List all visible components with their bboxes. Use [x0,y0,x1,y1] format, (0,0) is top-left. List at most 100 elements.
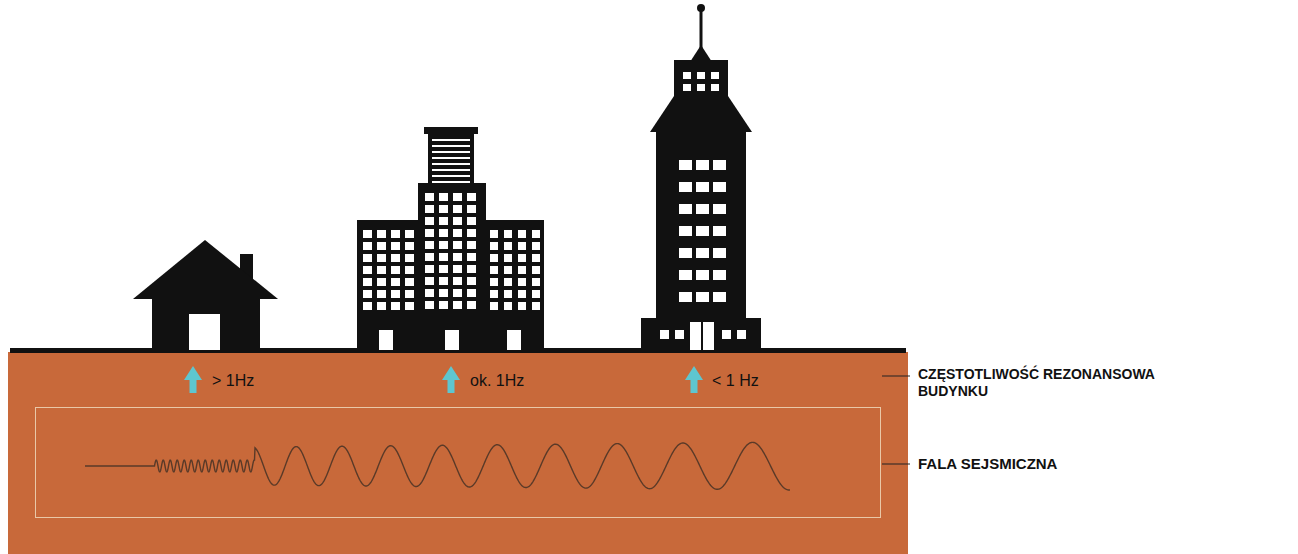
window [518,242,526,250]
spire [690,45,712,62]
window [363,242,372,250]
window [432,139,470,141]
window [405,242,414,250]
window [391,302,400,310]
wave-frame [36,408,881,518]
window [432,163,470,165]
window [425,265,434,273]
window [679,248,692,258]
window [363,278,372,286]
tower-cap [424,127,478,134]
window [405,266,414,274]
window [713,248,726,258]
leader-line [882,376,910,377]
window [432,151,470,153]
window [490,266,498,274]
window [467,301,476,309]
window [532,278,540,286]
building [418,183,486,350]
window [697,84,705,91]
window [391,266,400,274]
leader-line [882,464,910,465]
window [490,254,498,262]
window [696,182,709,192]
window [467,229,476,237]
window [453,205,462,213]
window [504,302,512,310]
window [425,217,434,225]
window [696,270,709,280]
window [425,229,434,237]
window [683,84,691,91]
window [504,242,512,250]
window [713,204,726,214]
window [377,254,386,262]
window [405,290,414,298]
window [439,205,448,213]
ground [8,352,908,554]
frequency-label: > 1Hz [212,371,254,390]
window [432,175,470,177]
window [696,160,709,170]
window [425,301,434,309]
window [679,226,692,236]
window [467,265,476,273]
window [405,302,414,310]
window [453,253,462,261]
window [363,230,372,238]
window [453,241,462,249]
window [504,278,512,286]
window [467,217,476,225]
door-split [701,322,703,350]
window [660,330,669,339]
window [713,182,726,192]
window [391,290,400,298]
window [405,254,414,262]
window [425,277,434,285]
buildings [133,4,761,350]
tower-top [428,133,474,185]
window [439,253,448,261]
building [484,220,544,350]
frequency-arrow [685,366,703,393]
window [679,160,692,170]
window [377,302,386,310]
window [532,266,540,274]
window [711,72,719,79]
window [504,266,512,274]
window [467,205,476,213]
tower-crown [674,60,728,98]
window [439,289,448,297]
window [425,205,434,213]
window [425,289,434,297]
frequency-arrows [184,366,703,393]
window [439,277,448,285]
window [532,242,540,250]
window [713,270,726,280]
window [432,169,470,171]
window [737,330,746,339]
window [391,230,400,238]
window [432,157,470,159]
window [453,265,462,273]
window [679,292,692,302]
window [377,230,386,238]
seismic-wave [85,442,790,490]
window [696,204,709,214]
window [453,193,462,201]
window [439,229,448,237]
window [713,226,726,236]
window [507,330,521,350]
tower-base [641,318,761,350]
house-door [189,314,220,350]
window [518,266,526,274]
window [405,278,414,286]
window [490,278,498,286]
window [679,182,692,192]
window [467,289,476,297]
window [377,242,386,250]
window [439,301,448,309]
window [679,270,692,280]
